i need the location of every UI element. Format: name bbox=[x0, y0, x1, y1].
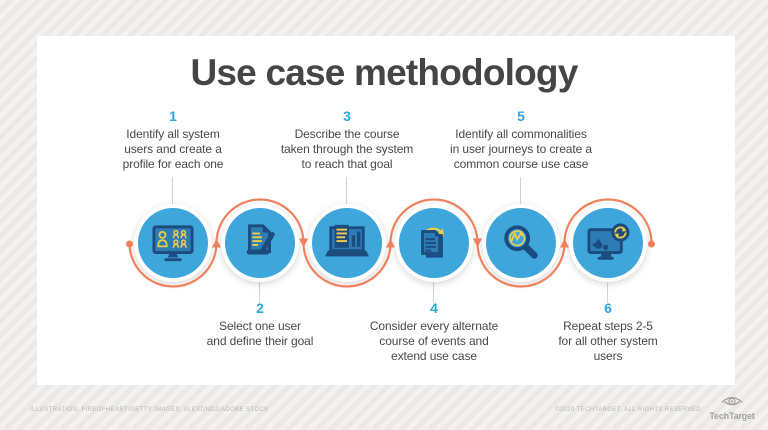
step-2-number: 2 bbox=[256, 300, 264, 316]
connector-line-6 bbox=[607, 281, 608, 303]
illustration-credit: ILLUSTRATION: FIREOFHEART/GETTY IMAGES; … bbox=[30, 407, 269, 413]
monitor-sync-icon bbox=[587, 223, 630, 260]
step-5-label: 5 Identify all commonalities in user jou… bbox=[431, 108, 611, 172]
eye-icon bbox=[721, 396, 743, 406]
connector-line-3 bbox=[346, 177, 347, 210]
document-pencil-icon bbox=[246, 224, 275, 255]
step-4-circle bbox=[399, 208, 469, 278]
step-1-circle bbox=[138, 208, 208, 278]
step-6-number: 6 bbox=[604, 300, 612, 316]
monitor-users-icon bbox=[152, 225, 194, 262]
step-6-text: Repeat steps 2-5 for all other system us… bbox=[558, 319, 658, 363]
connector-line-5 bbox=[520, 177, 521, 210]
step-3-label: 3 Describe the course taken through the … bbox=[257, 108, 437, 172]
connector-line-1 bbox=[172, 177, 173, 210]
connector-line-2 bbox=[259, 281, 260, 303]
step-2-text: Select one user and define their goal bbox=[206, 319, 314, 348]
step-4-text: Consider every alternate course of event… bbox=[369, 319, 499, 363]
magnifier-chart-icon bbox=[504, 225, 538, 259]
step-3-text: Describe the course taken through the sy… bbox=[280, 127, 414, 171]
brand-wordmark: TechTarget bbox=[709, 411, 755, 421]
documents-iterate-icon bbox=[421, 227, 445, 258]
step-6-label: 6 Repeat steps 2-5 for all other system … bbox=[518, 300, 698, 364]
step-4-label: 4 Consider every alternate course of eve… bbox=[344, 300, 524, 364]
step-1-label: 1 Identify all system users and create a… bbox=[83, 108, 263, 172]
step-2-circle bbox=[225, 208, 295, 278]
step-3-circle bbox=[312, 208, 382, 278]
step-5-number: 5 bbox=[517, 108, 525, 124]
step-5-circle bbox=[486, 208, 556, 278]
step-2-label: 2 Select one user and define their goal bbox=[170, 300, 350, 349]
step-6-circle bbox=[573, 208, 643, 278]
copyright-text: ©2020 TECHTARGET, ALL RIGHTS RESERVED bbox=[554, 407, 701, 413]
step-1-text: Identify all system users and create a p… bbox=[122, 127, 224, 171]
laptop-report-icon bbox=[325, 224, 369, 257]
step-5-text: Identify all commonalities in user journ… bbox=[450, 127, 592, 171]
connector-line-4 bbox=[433, 281, 434, 303]
step-3-number: 3 bbox=[343, 108, 351, 124]
step-4-number: 4 bbox=[430, 300, 438, 316]
page-title: Use case methodology bbox=[190, 52, 578, 93]
techtarget-logo: TechTarget bbox=[702, 393, 762, 421]
step-1-number: 1 bbox=[169, 108, 177, 124]
